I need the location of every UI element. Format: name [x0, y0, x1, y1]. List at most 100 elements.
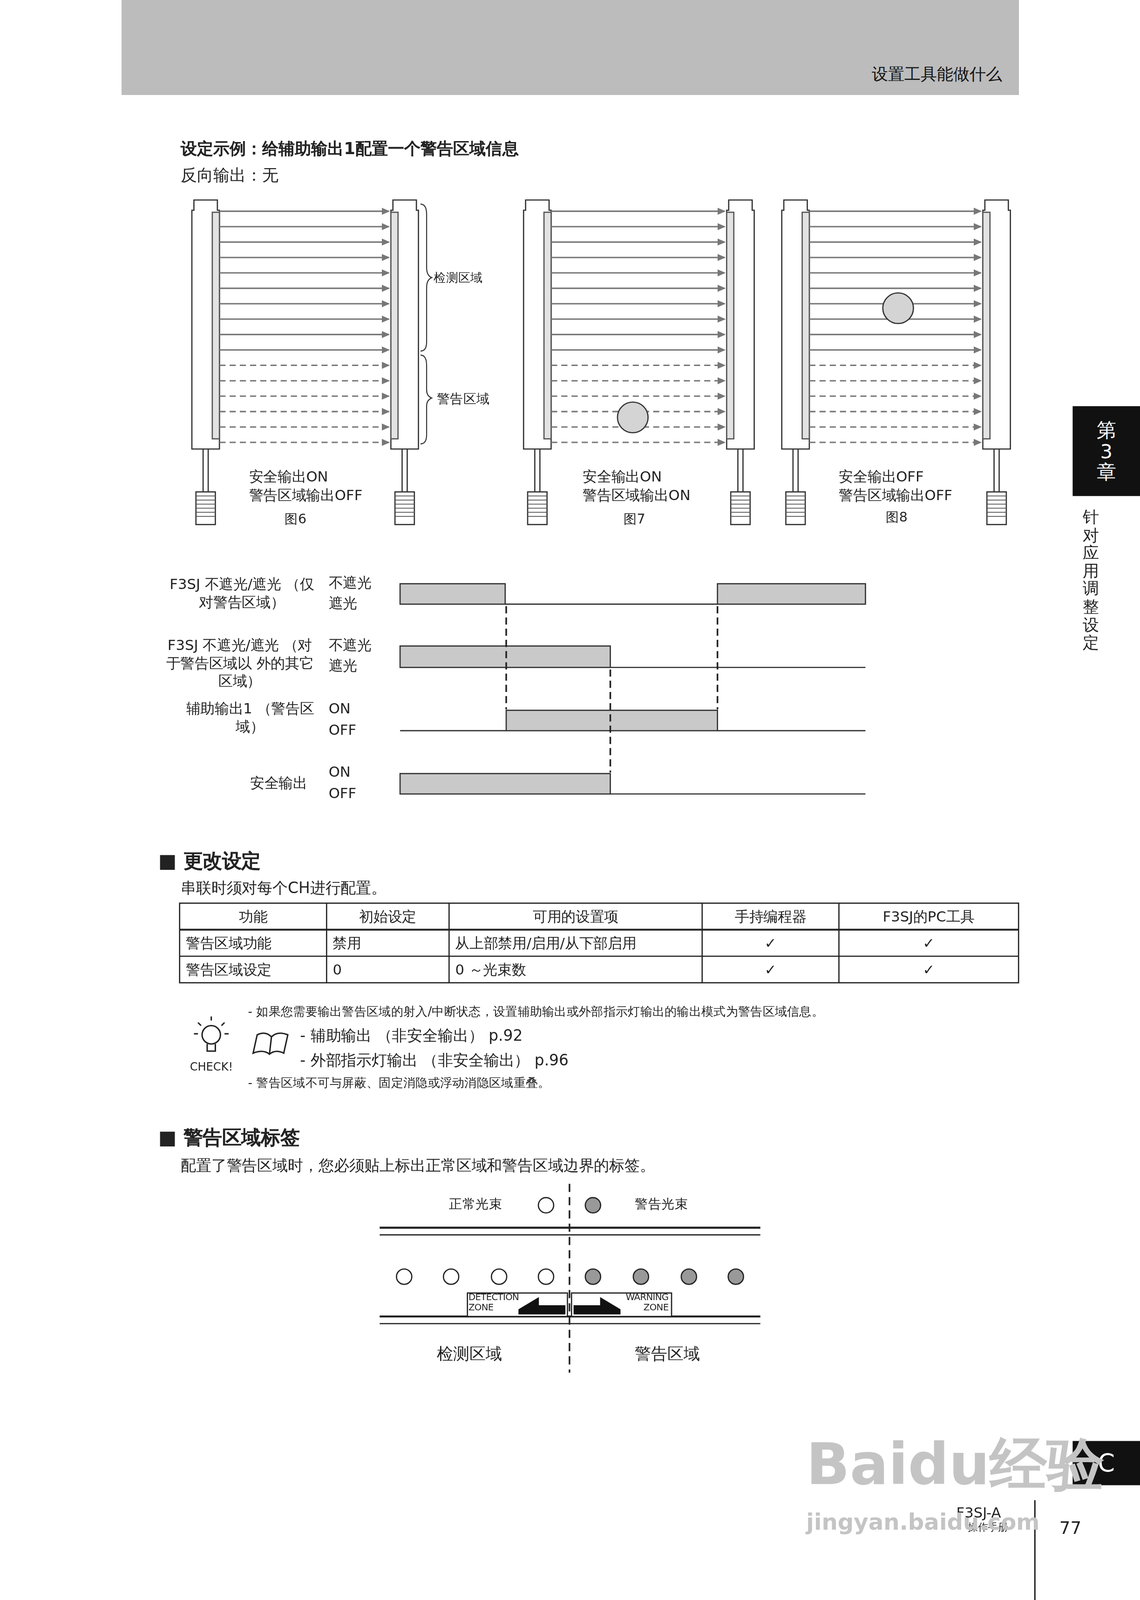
line-stroke	[730, 495, 751, 497]
line-stroke	[610, 793, 866, 795]
line-stroke	[737, 448, 739, 492]
zone-sticker	[571, 1293, 672, 1317]
label-text: 图6	[284, 511, 307, 529]
signal-high	[717, 583, 866, 605]
line-stroke	[505, 603, 718, 605]
line-stroke	[448, 903, 450, 984]
label-text: OFF	[328, 784, 357, 803]
timing-chart	[400, 583, 866, 794]
line-stroke	[210, 1016, 212, 1021]
line-stroke	[196, 499, 216, 501]
book-icon	[253, 1033, 289, 1055]
line-stroke	[550, 333, 725, 336]
line-stroke	[219, 303, 389, 305]
line-stroke	[394, 515, 415, 517]
label-text: 警告区域输出ON	[582, 486, 691, 505]
line-stroke	[809, 395, 981, 397]
line-stroke	[568, 1183, 571, 1373]
label-text: jingyan.baidu.com	[806, 1508, 1040, 1537]
line-stroke	[527, 508, 548, 509]
line-stroke	[550, 256, 725, 258]
line-stroke	[550, 225, 725, 228]
line-stroke	[219, 441, 389, 444]
brace	[420, 203, 432, 352]
label-text: 警告区域设定	[185, 961, 272, 979]
zone-arrow	[573, 1296, 621, 1315]
line-stroke	[797, 448, 800, 492]
line-stroke	[550, 395, 725, 397]
line-stroke	[527, 515, 548, 517]
line-stroke	[179, 929, 1019, 931]
label-text: 遮光	[328, 595, 358, 613]
line-stroke	[394, 503, 415, 505]
line-stroke	[730, 508, 751, 509]
label-text: ✓	[702, 961, 840, 979]
line-stroke	[224, 1033, 229, 1035]
line-stroke	[809, 225, 981, 228]
line-stroke	[998, 448, 1000, 492]
label-text: 不遮光	[328, 574, 372, 593]
connector	[730, 491, 751, 525]
line-stroke	[809, 426, 981, 428]
label-text: F3SJ的PC工具	[838, 908, 1019, 927]
line-stroke	[809, 380, 981, 382]
line-stroke	[219, 364, 389, 367]
line-stroke	[550, 364, 725, 367]
beam-dot	[585, 1268, 601, 1285]
line-stroke	[207, 448, 210, 492]
label-text: F3SJ 不遮光/遮光 （对于警告区域以 外的其它区域）	[163, 637, 317, 691]
line-stroke	[809, 333, 981, 336]
line-stroke	[219, 225, 389, 228]
line-stroke	[550, 303, 725, 305]
label-text: 安全输出ON	[582, 468, 662, 487]
label-text: 77	[1059, 1517, 1082, 1540]
label-text: 遮光	[328, 657, 358, 675]
line-stroke	[730, 503, 751, 505]
label-text: 正常光束	[448, 1196, 503, 1214]
lens-strip	[543, 212, 551, 440]
line-stroke	[394, 511, 415, 513]
line-stroke	[394, 508, 415, 509]
line-stroke	[786, 508, 806, 509]
line-stroke	[809, 441, 981, 444]
line-stroke	[196, 511, 216, 513]
line-stroke	[219, 241, 389, 243]
label-text: 安全输出	[250, 774, 308, 793]
label-text: ON	[328, 699, 351, 718]
line-stroke	[550, 380, 725, 382]
connector	[986, 491, 1007, 525]
line-stroke	[219, 426, 389, 428]
label-text: 从上部禁用/启用/从下部启用	[454, 934, 637, 953]
line-stroke	[219, 395, 389, 397]
sensor-housing	[982, 200, 1011, 450]
light-curtain	[781, 200, 1011, 525]
line-stroke	[786, 515, 806, 517]
line-stroke	[786, 495, 806, 497]
line-stroke	[550, 210, 725, 212]
label-text: 0 ～光束数	[454, 961, 526, 979]
line-stroke	[219, 256, 389, 258]
label-text: 配置了警告区域时，您必须贴上标出正常区域和警告区域边界的标签。	[180, 1156, 656, 1176]
line-stroke	[400, 730, 507, 732]
label-text: 警告区域	[436, 390, 490, 408]
connector	[196, 491, 216, 525]
line-stroke	[838, 903, 840, 984]
line-stroke	[986, 511, 1007, 513]
line-stroke	[196, 503, 216, 505]
lens-strip	[390, 212, 398, 440]
line-stroke	[550, 241, 725, 243]
sensor-housing	[390, 200, 419, 450]
label-text: - 警告区域不可与屏蔽、固定消隐或浮动消隐区域重叠。	[248, 1075, 551, 1092]
line-stroke	[609, 669, 612, 773]
line-stroke	[809, 271, 981, 274]
label-text: DETECTION ZONE	[468, 1293, 518, 1314]
sensor-housing	[191, 200, 220, 450]
line-stroke	[717, 730, 866, 732]
label-text: ■ 更改设定	[158, 848, 261, 874]
line-stroke	[196, 495, 216, 497]
line-stroke	[219, 210, 389, 212]
beam-dot	[443, 1268, 459, 1285]
label-text: 安全输出ON	[249, 468, 329, 487]
title: 设定示例：给辅助输出1配置一个警告区域信息	[180, 138, 519, 160]
brace	[420, 355, 432, 445]
